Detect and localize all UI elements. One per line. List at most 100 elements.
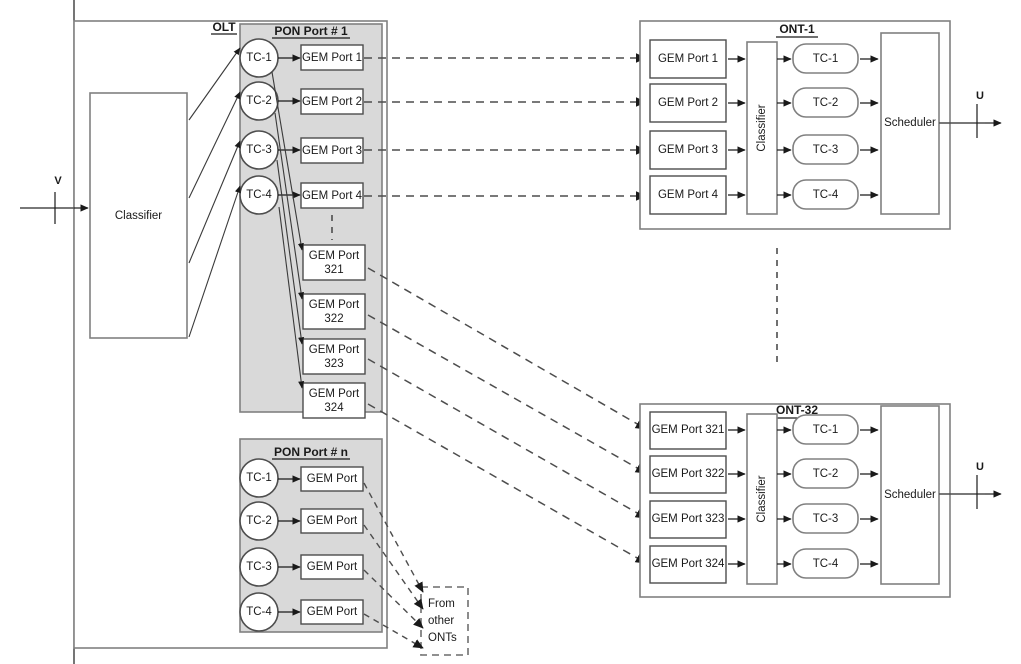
pon1-tcont4-to-gem324-line xyxy=(278,206,305,389)
olt-pon1-gem-port-322 xyxy=(302,293,366,330)
ont32-scheduler-label: Scheduler xyxy=(884,489,936,501)
ont32-gem-port-323 xyxy=(649,500,727,539)
ont1-tcont-4 xyxy=(792,179,859,210)
link-gem321-to-ont32-gem321 xyxy=(367,267,647,430)
from-other-onts-line1: From xyxy=(428,598,455,610)
pon-port-n-title: PON Port # n xyxy=(274,445,348,459)
ont-1-title: ONT-1 xyxy=(779,22,815,36)
ont1-gem-port-2 xyxy=(649,83,727,123)
ont-32-title: ONT-32 xyxy=(776,403,818,417)
ponn-gem1-to-other-onts xyxy=(363,482,424,593)
olt-ponn-gem-port-2 xyxy=(300,508,364,534)
classifier-to-pon1-tcont4-arrow xyxy=(188,185,241,338)
olt-pon1-gem-324-line2: 324 xyxy=(324,402,344,414)
link-gem323-to-ont32-gem323 xyxy=(367,358,647,519)
ont32-tcont-2-label: TC-2 xyxy=(813,468,839,480)
ont32-classifier-box xyxy=(746,413,778,585)
ont32-gem-port-321 xyxy=(649,411,727,450)
ont1-gem-port-3-label: GEM Port 3 xyxy=(658,144,718,156)
ont1-tcont-2-label: TC-2 xyxy=(813,97,839,109)
olt-pon1-gem-322-line1: GEM Port xyxy=(309,299,360,311)
ont1-gem-port-2-label: GEM Port 2 xyxy=(658,97,718,109)
ont32-tcont-2 xyxy=(792,458,859,489)
pon1-tcont1-to-gem321-line xyxy=(271,71,304,251)
u-interface-top-label: U xyxy=(976,90,984,102)
ont32-tcont-4-label: TC-4 xyxy=(813,558,839,570)
ont1-scheduler-box xyxy=(880,32,940,215)
from-other-onts-line2: other xyxy=(428,615,454,627)
olt-pon1-gem-323-line2: 323 xyxy=(324,358,343,370)
ont1-scheduler-label: Scheduler xyxy=(884,117,936,129)
ponn-gem3-to-other-onts xyxy=(363,569,424,629)
olt-pon1-gem-port-4-label: GEM Port 4 xyxy=(302,190,363,202)
link-gem324-to-ont32-gem324 xyxy=(367,403,647,564)
olt-pon1-gem-port-323 xyxy=(302,338,366,375)
olt-classifier-label: Classifier xyxy=(115,210,162,222)
ont32-gem-port-324-label: GEM Port 324 xyxy=(652,558,725,570)
olt-ponn-gem-port-3-label: GEM Port xyxy=(307,561,358,573)
olt-ponn-gem-port-1 xyxy=(300,466,364,492)
ont1-gem-port-4-label: GEM Port 4 xyxy=(658,189,719,201)
olt-ponn-tcont-4-label: TC-4 xyxy=(246,606,272,618)
classifier-to-pon1-tcont1-arrow xyxy=(188,47,241,121)
ont1-classifier-box xyxy=(746,41,778,215)
pon1-tcont3-to-gem323-line xyxy=(276,159,305,345)
from-other-onts-line3: ONTs xyxy=(428,632,457,644)
ont32-gem-port-322-label: GEM Port 322 xyxy=(652,468,725,480)
ont32-gem-port-321-label: GEM Port 321 xyxy=(652,424,725,436)
ont32-tcont-1 xyxy=(792,414,859,445)
olt-pon1-tcont-3-label: TC-3 xyxy=(246,144,272,156)
olt-ponn-gem-port-4 xyxy=(300,599,364,625)
ont1-tcont-3 xyxy=(792,134,859,165)
olt-pon1-tcont-4-label: TC-4 xyxy=(246,189,272,201)
ont1-tcont-1-label: TC-1 xyxy=(813,53,839,65)
olt-ponn-tcont-2-label: TC-2 xyxy=(246,515,272,527)
olt-pon1-gem-port-321 xyxy=(302,244,366,281)
olt-pon1-gem-port-324 xyxy=(302,382,366,419)
olt-pon1-gem-323-line1: GEM Port xyxy=(309,344,360,356)
classifier-to-pon1-tcont3-arrow xyxy=(188,140,241,264)
olt-ponn-tcont-1-label: TC-1 xyxy=(246,472,272,484)
ont32-tcont-3-label: TC-3 xyxy=(813,513,839,525)
olt-pon1-gem-324-line1: GEM Port xyxy=(309,388,360,400)
olt-ponn-tcont-3-label: TC-3 xyxy=(246,561,272,573)
olt-pon1-gem-port-4 xyxy=(300,182,364,209)
olt-pon1-gem-321-line2: 321 xyxy=(324,264,343,276)
olt-pon1-tcont-1-label: TC-1 xyxy=(246,52,272,64)
olt-pon1-gem-port-2 xyxy=(300,88,364,115)
ont32-gem-port-324 xyxy=(649,545,727,584)
ont1-gem-port-3 xyxy=(649,130,727,170)
v-interface-label: V xyxy=(54,175,62,187)
ont1-gem-port-4 xyxy=(649,175,727,215)
pon1-tcont2-to-gem322-line xyxy=(274,112,305,300)
olt-ponn-tcont-1 xyxy=(239,458,279,498)
olt-pon1-gem-port-3 xyxy=(300,137,364,164)
ont32-tcont-4 xyxy=(792,548,859,579)
olt-classifier-box xyxy=(89,92,188,339)
ponn-gem4-to-other-onts xyxy=(363,613,424,649)
ont1-tcont-1 xyxy=(792,43,859,74)
ont1-tcont-3-label: TC-3 xyxy=(813,144,839,156)
ont32-gem-port-322 xyxy=(649,455,727,494)
ont32-tcont-1-label: TC-1 xyxy=(813,424,839,436)
ont1-tcont-4-label: TC-4 xyxy=(813,189,839,201)
classifier-to-pon1-tcont2-arrow xyxy=(188,91,241,199)
link-gem322-to-ont32-gem322 xyxy=(367,314,647,474)
ont1-gem-port-1 xyxy=(649,39,727,79)
ont32-tcont-3 xyxy=(792,503,859,534)
ont1-tcont-2 xyxy=(792,87,859,118)
ont32-gem-port-323-label: GEM Port 323 xyxy=(652,513,725,525)
ont1-classifier-label: Classifier xyxy=(756,104,768,151)
olt-ponn-gem-port-4-label: GEM Port xyxy=(307,606,358,618)
olt-pon1-gem-port-3-label: GEM Port 3 xyxy=(302,145,362,157)
olt-ponn-gem-port-3 xyxy=(300,554,364,580)
olt-pon1-gem-port-1 xyxy=(300,44,364,71)
ont1-gem-port-1-label: GEM Port 1 xyxy=(658,53,718,65)
olt-pon1-gem-321-line1: GEM Port xyxy=(309,250,360,262)
olt-title: OLT xyxy=(212,20,236,34)
pon-port-1-title: PON Port # 1 xyxy=(274,24,348,38)
olt-ponn-gem-port-2-label: GEM Port xyxy=(307,515,358,527)
ont32-classifier-label: Classifier xyxy=(756,475,768,522)
